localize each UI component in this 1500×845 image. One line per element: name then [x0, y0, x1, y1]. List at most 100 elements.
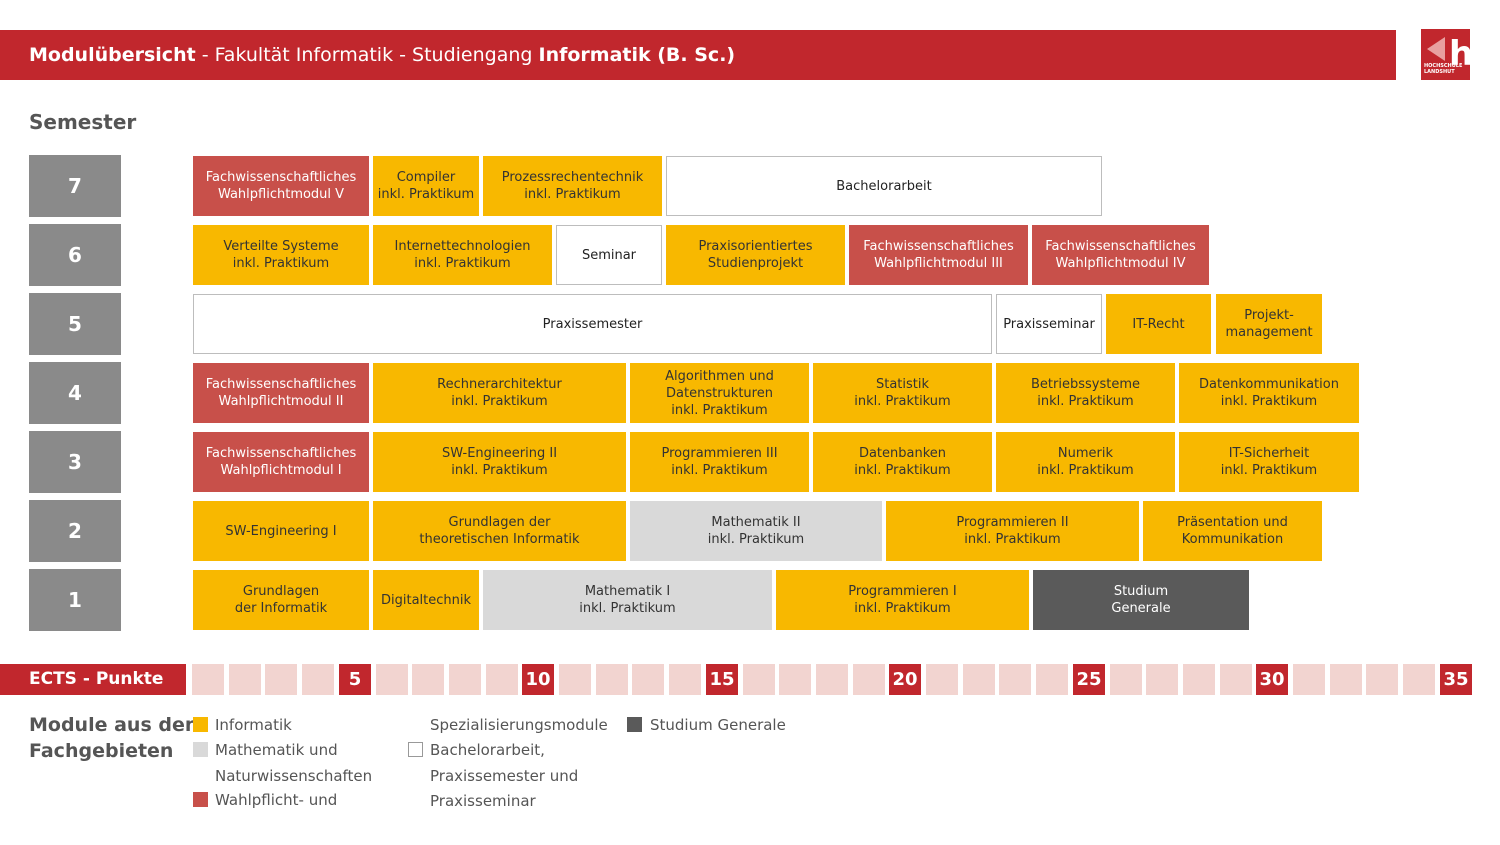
ects-label: ECTS - Punkte [0, 664, 186, 695]
semester-number-2: 2 [29, 500, 121, 562]
module-internettechnologien: Internettechnologien inkl. Praktikum [373, 225, 552, 285]
module-programmieren-i: Programmieren I inkl. Praktikum [776, 570, 1029, 630]
module-sw-engineering-ii: SW-Engineering II inkl. Praktikum [373, 432, 626, 492]
module-it-recht: IT-Recht [1106, 294, 1211, 354]
module-wahlpflicht-iv: Fachwissenschaftliches Wahlpflichtmodul … [1032, 225, 1209, 285]
logo-text: HOCHSCHULE LANDSHUT [1424, 63, 1463, 75]
module-mathematik-ii: Mathematik II inkl. Praktikum [630, 501, 882, 561]
module-seminar: Seminar [556, 225, 662, 285]
module-compiler: Compiler inkl. Praktikum [373, 156, 479, 216]
legend-wahlpflicht-label: Wahlpflicht- und [215, 791, 338, 809]
module-betriebssysteme: Betriebssysteme inkl. Praktikum [996, 363, 1175, 423]
ects-mark-25: 25 [1073, 664, 1105, 695]
ects-cell [192, 664, 224, 695]
legend-studium-generale-label: Studium Generale [650, 716, 786, 734]
ects-cell [1330, 664, 1362, 695]
ects-cell [963, 664, 995, 695]
ects-cell [1293, 664, 1325, 695]
semester-number-6: 6 [29, 224, 121, 286]
ects-mark-10: 10 [522, 664, 554, 695]
header-bar: Modulübersicht - Fakultät Informatik - S… [0, 30, 1396, 80]
legend-title: Module aus den Fachgebieten [29, 714, 199, 762]
ects-cell [412, 664, 444, 695]
semester-number-7: 7 [29, 155, 121, 217]
module-praxissemester: Praxissemester [193, 294, 992, 354]
ects-cell [1366, 664, 1398, 695]
ects-mark-15: 15 [706, 664, 738, 695]
semester-number-4: 4 [29, 362, 121, 424]
header-title-bold: Modulübersicht [29, 44, 196, 66]
module-bachelorarbeit: Bachelorarbeit [666, 156, 1102, 216]
module-wahlpflicht-v: Fachwissenschaftliches Wahlpflichtmodul … [193, 156, 369, 216]
legend-bachelorarbeit-label: Bachelorarbeit, Praxissemester und Praxi… [430, 741, 579, 810]
module-prozessrechentechnik: Prozessrechentechnik inkl. Praktikum [483, 156, 662, 216]
semester-number-1: 1 [29, 569, 121, 631]
ects-mark-35: 35 [1440, 664, 1472, 695]
module-praesentation-kommunikation: Präsentation und Kommunikation [1143, 501, 1322, 561]
header-title-mid: - Fakultät Informatik - Studiengang [195, 44, 539, 66]
ects-cell [229, 664, 261, 695]
semester-title: Semester [29, 110, 137, 134]
ects-mark-5: 5 [339, 664, 371, 695]
module-wahlpflicht-i: Fachwissenschaftliches Wahlpflichtmodul … [193, 432, 369, 492]
module-projektmanagement: Projekt- management [1216, 294, 1322, 354]
ects-cell [779, 664, 811, 695]
legend-mathematik-label: Mathematik und Naturwissenschaften [215, 741, 373, 785]
legend-mathematik-swatch [193, 742, 208, 757]
module-datenkommunikation: Datenkommunikation inkl. Praktikum [1179, 363, 1359, 423]
module-it-sicherheit: IT-Sicherheit inkl. Praktikum [1179, 432, 1359, 492]
ects-cell [1146, 664, 1178, 695]
logo-mark: hl [1449, 34, 1485, 74]
ects-cell [1110, 664, 1142, 695]
ects-cell [669, 664, 701, 695]
module-studium-generale: Studium Generale [1033, 570, 1249, 630]
ects-cell [853, 664, 885, 695]
legend-studium-generale-swatch [627, 717, 642, 732]
module-verteilte-systeme: Verteilte Systeme inkl. Praktikum [193, 225, 369, 285]
logo-triangle-icon [1427, 37, 1445, 61]
module-programmieren-ii: Programmieren II inkl. Praktikum [886, 501, 1139, 561]
module-wahlpflicht-ii: Fachwissenschaftliches Wahlpflichtmodul … [193, 363, 369, 423]
legend-spezialisierung-label: Spezialisierungsmodule [430, 716, 608, 734]
module-praxisseminar: Praxisseminar [996, 294, 1102, 354]
module-sw-engineering-i: SW-Engineering I [193, 501, 369, 561]
ects-cell [486, 664, 518, 695]
legend-wahlpflicht-swatch [193, 792, 208, 807]
module-grundlagen-informatik: Grundlagen der Informatik [193, 570, 369, 630]
header-program: Informatik (B. Sc.) [538, 44, 736, 66]
module-mathematik-i: Mathematik I inkl. Praktikum [483, 570, 772, 630]
ects-cell [596, 664, 628, 695]
ects-cell [302, 664, 334, 695]
ects-cell [743, 664, 775, 695]
legend-bachelorarbeit-swatch [408, 742, 423, 757]
module-grundlagen-theoretische-informatik: Grundlagen der theoretischen Informatik [373, 501, 626, 561]
ects-mark-30: 30 [1256, 664, 1288, 695]
legend-informatik-label: Informatik [215, 716, 292, 734]
ects-cell [559, 664, 591, 695]
ects-cell [999, 664, 1031, 695]
ects-cell [1220, 664, 1252, 695]
module-rechnerarchitektur: Rechnerarchitektur inkl. Praktikum [373, 363, 626, 423]
ects-cell [1183, 664, 1215, 695]
module-programmieren-iii: Programmieren III inkl. Praktikum [630, 432, 809, 492]
ects-mark-20: 20 [889, 664, 921, 695]
module-digitaltechnik: Digitaltechnik [373, 570, 479, 630]
ects-cell [816, 664, 848, 695]
ects-cell [632, 664, 664, 695]
ects-cell [449, 664, 481, 695]
ects-cell [1036, 664, 1068, 695]
hochschule-logo: hl HOCHSCHULE LANDSHUT [1421, 29, 1485, 80]
ects-cell [265, 664, 297, 695]
module-praxisorientiertes-studienprojekt: Praxisorientiertes Studienprojekt [666, 225, 845, 285]
ects-cell [376, 664, 408, 695]
ects-cell [926, 664, 958, 695]
module-wahlpflicht-iii: Fachwissenschaftliches Wahlpflichtmodul … [849, 225, 1028, 285]
module-statistik: Statistik inkl. Praktikum [813, 363, 992, 423]
module-algorithmen-datenstrukturen: Algorithmen und Datenstrukturen inkl. Pr… [630, 363, 809, 423]
module-datenbanken: Datenbanken inkl. Praktikum [813, 432, 992, 492]
ects-cell [1403, 664, 1435, 695]
semester-number-3: 3 [29, 431, 121, 493]
legend-informatik-swatch [193, 717, 208, 732]
semester-number-5: 5 [29, 293, 121, 355]
module-numerik: Numerik inkl. Praktikum [996, 432, 1175, 492]
